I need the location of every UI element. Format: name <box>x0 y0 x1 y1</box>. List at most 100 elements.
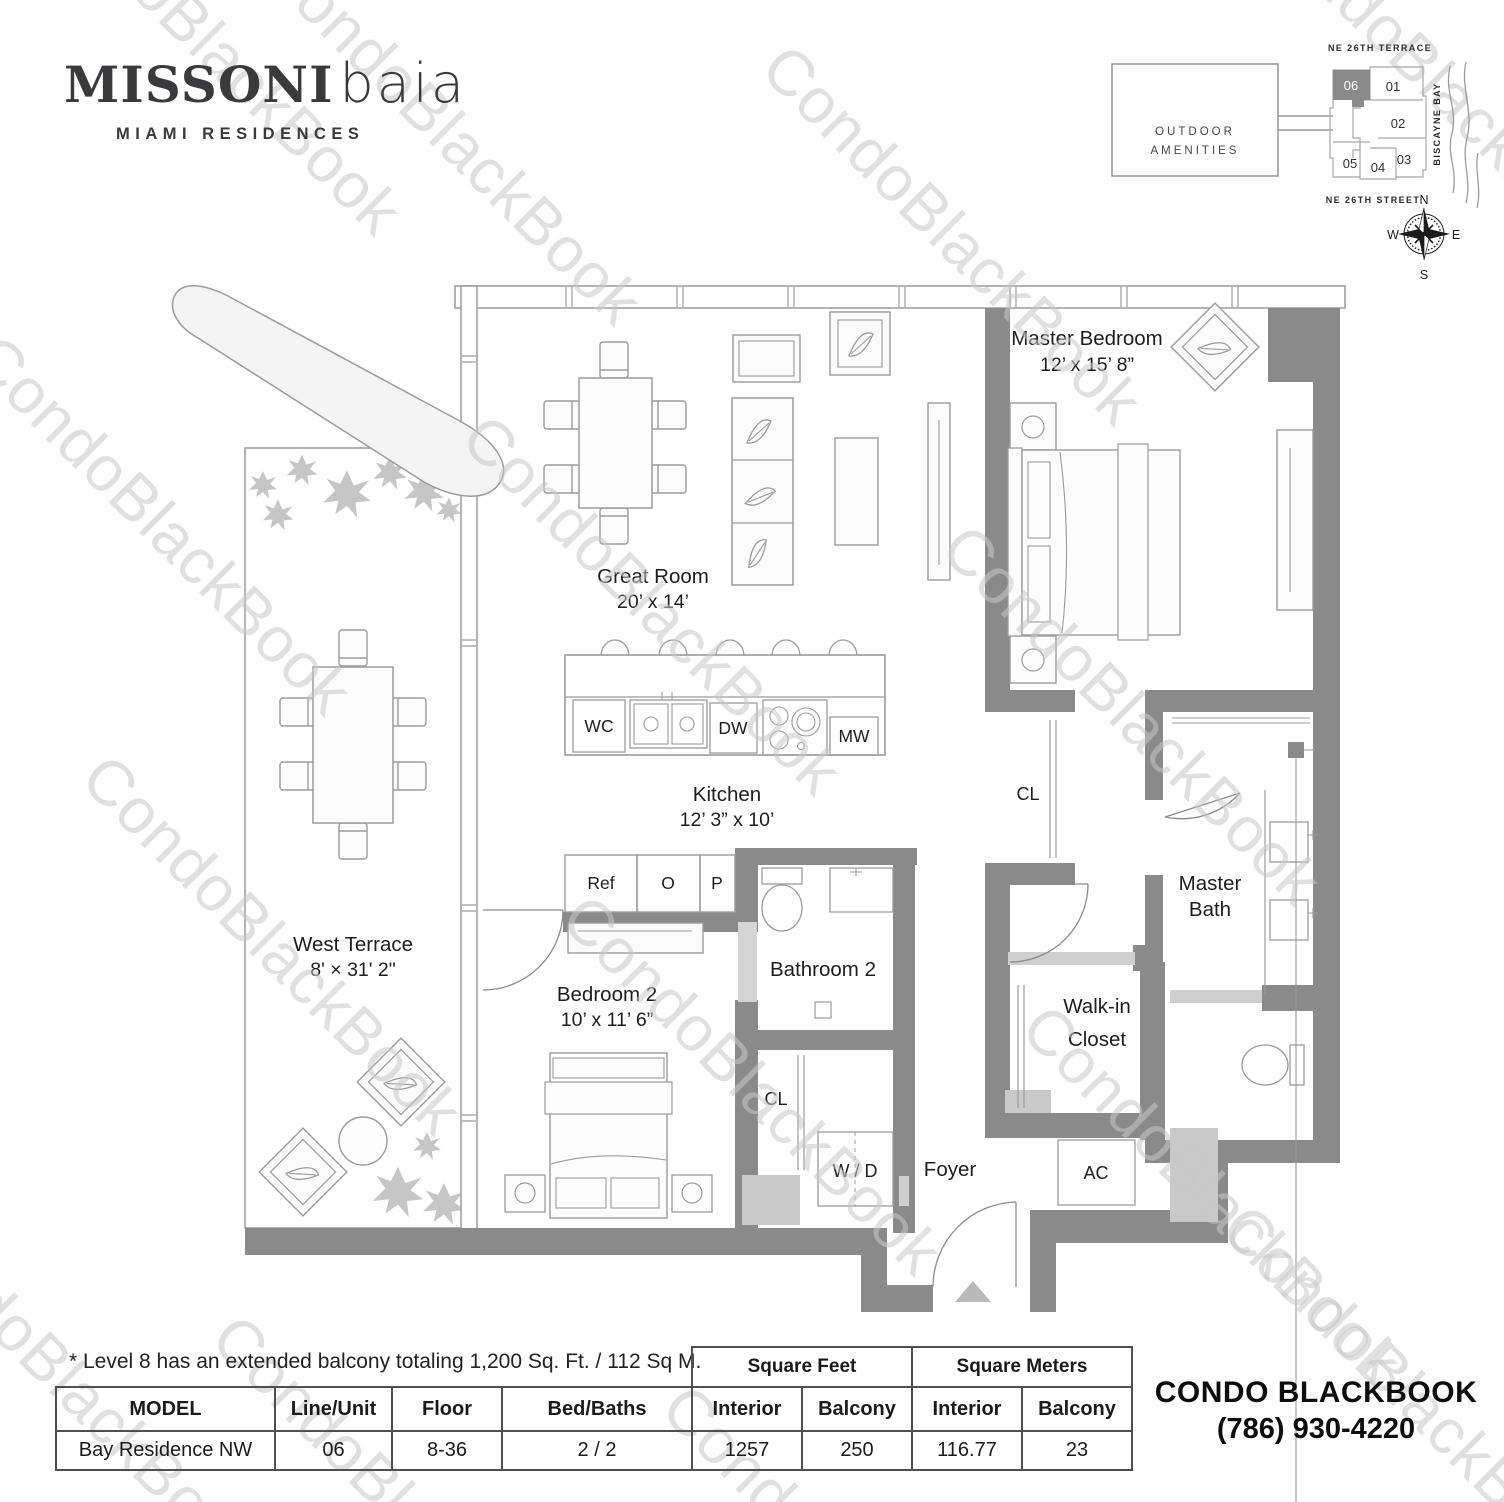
terrace-round-table <box>338 1116 388 1166</box>
bathroom2-label: Bathroom 2 <box>770 958 876 981</box>
col-floor: Floor <box>391 1386 503 1432</box>
master-cl-rod <box>1049 720 1057 858</box>
cooktop <box>762 699 828 756</box>
nightstand <box>1009 402 1057 451</box>
group-header-square-meters: Square Meters <box>911 1346 1133 1388</box>
foyer-label: Foyer <box>924 1158 977 1181</box>
master-bath-label: Master <box>1179 872 1242 895</box>
col-bed-baths: Bed/Baths <box>501 1386 693 1432</box>
value-floor: 8-36 <box>391 1430 503 1471</box>
bedroom2-terrace-door <box>482 909 564 991</box>
great-room <box>543 311 951 586</box>
bathroom-2 <box>761 867 894 1170</box>
compass-e: E <box>1452 228 1460 242</box>
water-waves <box>1447 61 1480 209</box>
value-sm-interior: 116.77 <box>911 1430 1023 1471</box>
kitchen <box>564 639 886 913</box>
balcony-footnote: * Level 8 has an extended balcony totali… <box>69 1350 702 1373</box>
kitchen-island <box>564 654 886 756</box>
entry-door <box>932 1201 1017 1288</box>
master-bedroom-label: Master Bedroom <box>1011 327 1163 350</box>
kitchen-dims: 12’ 3” x 10’ <box>680 809 775 831</box>
value-model: Bay Residence NW <box>55 1430 276 1471</box>
coffee-table <box>834 437 879 546</box>
master-bath <box>1017 717 1318 1502</box>
col-sm-balcony: Balcony <box>1021 1386 1133 1432</box>
master-bath-label: Bath <box>1189 898 1231 921</box>
value-sm-balcony: 23 <box>1021 1430 1133 1471</box>
shower-control <box>1288 742 1304 758</box>
master-toilet <box>1241 1044 1305 1086</box>
toilet-2 <box>761 867 803 932</box>
bedroom2-bed <box>544 1052 673 1219</box>
kitchen-label: Kitchen <box>693 783 761 806</box>
compass-n: N <box>1419 193 1428 207</box>
microwave <box>829 716 879 756</box>
keyplan-unit-05: 05 <box>1343 156 1357 171</box>
wine-cooler-label: WC <box>584 716 613 736</box>
dishwasher <box>709 702 758 754</box>
outdoor-amenities-box <box>1111 63 1279 177</box>
svg-text:06: 06 <box>1344 78 1358 93</box>
spec-table: Square Feet Square Meters MODEL Line/Uni… <box>55 1346 1133 1471</box>
col-line-unit: Line/Unit <box>274 1386 393 1432</box>
sofa <box>731 397 794 586</box>
doors <box>482 792 1241 1288</box>
brand-tagline: MIAMI RESIDENCES <box>116 125 365 143</box>
terrace-dining-set <box>279 629 427 860</box>
west-terrace <box>244 447 465 1229</box>
value-line-unit: 06 <box>274 1430 393 1471</box>
shafts <box>738 922 1262 1225</box>
refrigerator-label: Ref <box>587 873 614 893</box>
waterway-label: BISCAYNE BAY <box>1432 82 1442 165</box>
bedroom-2 <box>504 922 713 1219</box>
pantry-label: P <box>711 873 723 893</box>
outdoor-amenities-label: OUTDOOR <box>1155 126 1235 138</box>
kitchen-sink <box>629 692 708 749</box>
ac-box <box>1057 1139 1136 1206</box>
master-bed <box>1007 443 1181 641</box>
condo-blackbook-brand: CONDO BLACKBOOK <box>1154 1376 1478 1409</box>
pantry <box>699 854 736 913</box>
condo-blackbook-contact: CONDO BLACKBOOK (786) 930-4220 <box>1140 1376 1492 1446</box>
condo-blackbook-phone: (786) 930-4220 <box>1216 1413 1416 1445</box>
bedroom2-cl-rod <box>797 1055 805 1170</box>
brand-logo: MISSONI baia MIAMI RESIDENCES <box>64 52 467 144</box>
shower-bench <box>1172 717 1310 724</box>
vanity-sink <box>1269 821 1309 863</box>
keyplan-unit-02: 02 <box>1391 116 1405 131</box>
great-room-dims: 20’ x 14’ <box>617 591 689 613</box>
street-label-bottom: NE 26TH STREET <box>1326 195 1421 205</box>
master-hall-door <box>1009 883 1089 963</box>
bedroom2-dresser <box>567 922 704 954</box>
keyplan-unit-06: 06 <box>1333 70 1370 107</box>
walkin-rod <box>1017 985 1025 1108</box>
col-sf-interior: Interior <box>691 1386 803 1432</box>
great-room-label: Great Room <box>597 565 709 588</box>
brand-name-bold: MISSONI <box>64 55 334 114</box>
keyplan-unit-01: 01 <box>1386 79 1400 94</box>
street-label-top: NE 26TH TERRACE <box>1328 43 1432 53</box>
architectural-fin <box>171 285 505 497</box>
keyplan: OUTDOOR AMENITIES 06 01 02 03 04 05 NE 2… <box>1111 43 1480 282</box>
master-cl-label: CL <box>1016 784 1039 804</box>
terrace-lounge-chair <box>259 1128 347 1216</box>
compass-s: S <box>1420 268 1428 282</box>
nightstand <box>671 1174 713 1213</box>
room-labels: Great Room 20’ x 14’ Master Bedroom 12’ … <box>293 327 1242 1183</box>
walls <box>245 308 1340 1312</box>
vanity-2 <box>829 867 894 913</box>
value-sf-interior: 1257 <box>691 1430 803 1471</box>
vanity-sink <box>1269 899 1309 941</box>
bedroom2-cl-label: CL <box>764 1089 787 1109</box>
outdoor-amenities-label: AMENITIES <box>1151 145 1240 157</box>
col-sm-interior: Interior <box>911 1386 1023 1432</box>
dining-table <box>578 377 653 509</box>
ac-label: AC <box>1083 1163 1108 1183</box>
utility <box>817 1131 1136 1207</box>
value-sf-balcony: 250 <box>801 1430 913 1471</box>
amenities-connector <box>1278 115 1333 131</box>
master-bedroom <box>1007 303 1314 684</box>
west-terrace-label: West Terrace <box>293 933 413 956</box>
